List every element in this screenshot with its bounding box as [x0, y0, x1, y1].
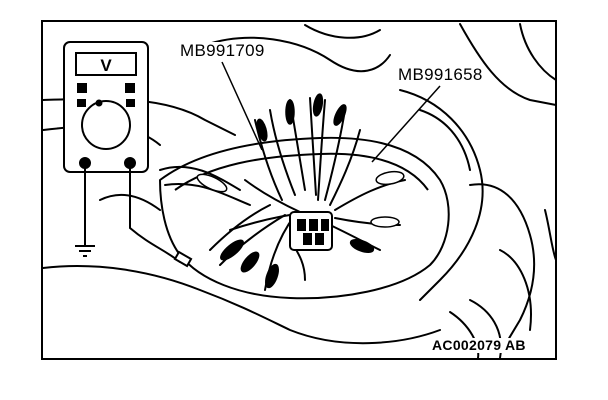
alligator-clips [196, 93, 405, 289]
multimeter-button [125, 83, 135, 93]
leader-lines [221, 61, 441, 163]
multimeter-button [77, 99, 86, 107]
vehicle-body-outline [42, 23, 557, 359]
multimeter-button [126, 99, 135, 107]
multimeter-button [77, 83, 87, 93]
multimeter-terminal-volt [124, 157, 136, 169]
meter-display-symbol: V [100, 56, 112, 75]
multimeter [63, 41, 149, 173]
probe-tip [173, 250, 193, 268]
figure-frame [41, 20, 557, 360]
test-harness-wires [159, 97, 406, 291]
connector-tray [159, 136, 450, 300]
multimeter-dial [81, 100, 131, 150]
tool-label-mb991658: MB991658 [396, 65, 485, 84]
ground-icon [75, 245, 95, 257]
tool-label-mb991709: MB991709 [178, 41, 267, 60]
harness-connector [289, 211, 333, 251]
meter-leads [84, 167, 181, 263]
multimeter-terminal-com [79, 157, 91, 169]
multimeter-display [75, 52, 137, 76]
dial-marker-icon [95, 99, 103, 107]
figure-code-label: AC002079 AB [431, 337, 527, 353]
